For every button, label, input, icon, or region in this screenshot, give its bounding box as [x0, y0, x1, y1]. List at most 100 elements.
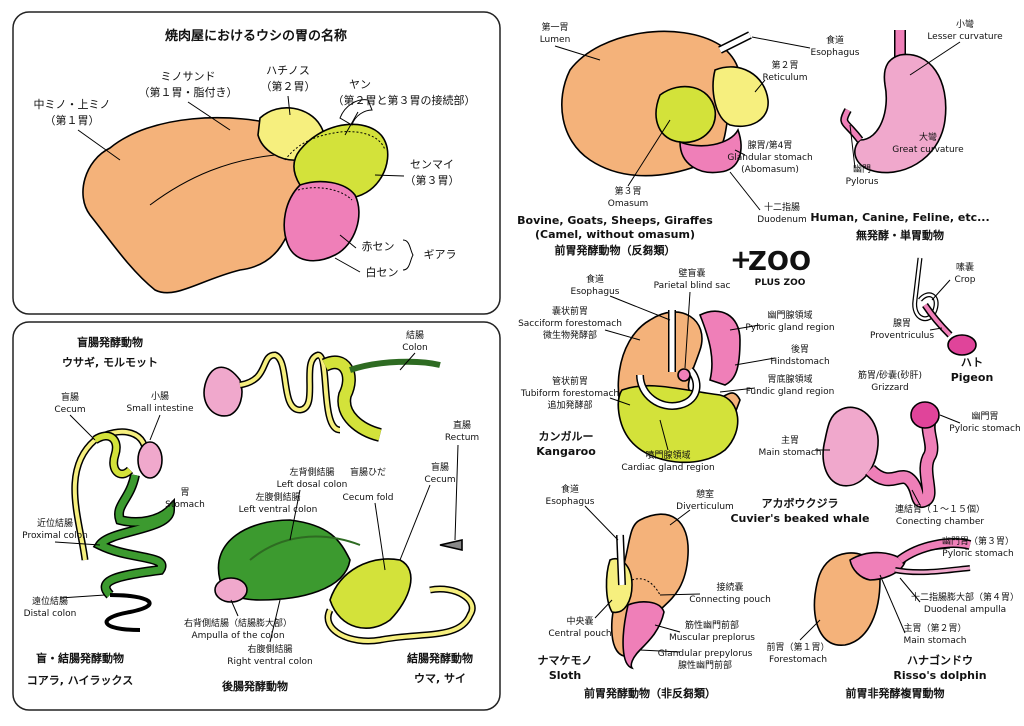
kangaroo-hindstomach	[698, 310, 741, 386]
sloth-esoph-en: Esophagus	[546, 497, 595, 507]
label-senmai: センマイ	[410, 158, 454, 171]
simple-duodenum	[841, 108, 862, 142]
kangaroo-panel: 食道 Esophagus 壁盲嚢 Parietal blind sac 嚢状前胃…	[518, 267, 835, 473]
sloth-musc-jp: 筋性幽門前部	[685, 619, 739, 631]
kan-cardiac-en: Cardiac gland region	[621, 463, 714, 473]
dol-duod-en: Duodenal ampulla	[924, 605, 1006, 615]
bird-crop-jp: 嗉嚢	[956, 261, 974, 273]
whale-pyloric-stomach	[910, 401, 940, 429]
leader-senmai	[374, 174, 405, 177]
horse-cecum	[329, 558, 412, 629]
leader-kan-cardiac	[659, 419, 669, 451]
leader-whale-pyl	[939, 414, 961, 424]
sloth-panel: 食道 Esophagus 憩室 Diverticulum 接続嚢 Connect…	[538, 483, 771, 700]
simple-greater-en: Great curvature	[892, 145, 964, 155]
leader-prox	[54, 541, 101, 546]
whale-pyl-en: Pyloric stomach	[949, 424, 1020, 434]
label-rvc-jp: 右腹側結腸	[247, 643, 292, 655]
label-naka-mino: 中ミノ・上ミノ	[34, 98, 111, 111]
cecocolic-group-title: 盲・結腸発酵動物	[36, 651, 124, 665]
label-lvc-jp: 左腹側結腸	[255, 491, 300, 503]
label-ldc-en: Left dosal colon	[277, 480, 348, 490]
kan-esoph-en: Esophagus	[571, 287, 620, 297]
label-stomach-jp: 胃	[180, 487, 189, 498]
leader-sloth-esoph	[584, 505, 619, 541]
label-akasen: 赤セン	[362, 240, 395, 253]
kan-sacci-jp2: 微生物発酵部	[543, 329, 597, 341]
simple-pylorus-en: Pylorus	[846, 177, 879, 187]
sloth-name-jp: ナマケモノ	[538, 654, 593, 667]
leader-sloth-divert	[669, 509, 691, 526]
label-hachinosu: ハチノス	[266, 64, 310, 77]
leader-kan-pyloric	[729, 324, 761, 331]
leader-akasen	[339, 234, 357, 249]
rum-group: 前胃発酵動物（反芻類）	[555, 243, 676, 257]
bird-giz-en: Grizzard	[871, 383, 908, 393]
whale-main-jp: 主胃	[781, 434, 799, 446]
abomasum-dotted	[297, 187, 353, 201]
logo-sub: PLUS ZOO	[755, 278, 806, 288]
leader-rum-lumen	[554, 45, 601, 61]
kan-sacci-en: Sacciform forestomach	[518, 319, 622, 329]
label-naka-mino-2: （第１胃）	[45, 113, 100, 127]
horse-stomach	[203, 366, 243, 417]
rumen-groove	[149, 154, 276, 206]
sloth-divert-jp: 憩室	[696, 488, 714, 500]
pigeon-gizzard	[947, 334, 977, 356]
label-giara: ギアラ	[424, 248, 457, 261]
label-fold-en: Cecum fold	[343, 493, 394, 503]
rum-glan-en: Glandular stomach	[727, 153, 812, 163]
leader-rum-duod	[729, 171, 761, 211]
horse-colon-upper-fill	[322, 356, 382, 441]
leader-rum-retic	[754, 79, 766, 93]
horse-colon-band	[249, 535, 361, 561]
sloth-cpouch-en: Connecting pouch	[689, 595, 771, 605]
leader-bird-crop	[931, 279, 951, 301]
kan-esoph-jp: 食道	[586, 273, 604, 285]
leader-kan-esoph	[609, 295, 671, 321]
rum-lumen-en: Lumen	[540, 35, 571, 45]
ruminant-panel: 第一胃 Lumen 食道 Esophagus 第２胃 Reticulum 腺胃/…	[517, 21, 860, 257]
simple-group: 無発酵・単胃動物	[856, 228, 944, 242]
label-yan: ヤン	[349, 78, 371, 91]
leader-kan-fundic	[719, 387, 756, 393]
whale-pyl-jp: 幽門胃	[971, 411, 998, 422]
whale-panel: 幽門胃 Pyloric stomach 主胃 Main stomach 連結胃（…	[730, 401, 1021, 527]
whale-main-stomach	[822, 406, 879, 487]
plus-zoo-logo: + ZOO PLUS ZOO	[730, 245, 811, 288]
sloth-esoph-jp: 食道	[561, 483, 579, 495]
label-cecum-en: Cecum	[54, 405, 85, 415]
sloth-dotted	[631, 578, 661, 596]
colon-group-animals: ウマ, サイ	[414, 672, 466, 685]
dol-pyl-jp: 幽門胃（第３胃）	[942, 535, 1014, 547]
sloth-divert-en: Diverticulum	[676, 502, 734, 512]
sloth-name-en: Sloth	[549, 669, 581, 682]
sloth-group: 前胃発酵動物（非反芻類）	[584, 686, 716, 700]
leader-shirosen	[334, 257, 361, 273]
label-small-int-jp: 小腸	[151, 391, 169, 402]
sloth-gland-jp: 腺性幽門前部	[678, 659, 732, 671]
label-small-int-en: Small intestine	[126, 404, 194, 414]
leader-kan-sacci	[604, 329, 641, 341]
kangaroo-tubiform	[617, 384, 739, 464]
dolphin-panel: 幽門胃（第３胃） Pyloric stomach 十二指腸膨大部（第４胃） Du…	[766, 535, 1019, 700]
horse-rectum-end	[439, 538, 463, 552]
leader-dol-main	[879, 574, 906, 634]
rum-duod-jp: 十二指腸	[764, 201, 800, 213]
pigeon-crop	[913, 257, 938, 320]
dol-fore-jp: 前胃（第１胃）	[766, 641, 829, 653]
rum-glan-jp: 腺胃/第4胃	[748, 139, 793, 151]
kan-name-jp: カンガルー	[539, 429, 594, 443]
label-cecum2-jp: 盲腸	[431, 461, 449, 473]
leader-sloth-central	[594, 599, 613, 619]
koala-prox-fill	[93, 433, 133, 477]
leader-kan-parietal	[684, 291, 691, 369]
colon-group-title: 結腸発酵動物	[407, 651, 473, 665]
omasum-top	[339, 99, 373, 126]
horse-ventral-colon	[217, 519, 351, 601]
leader-colon	[399, 352, 416, 371]
simple-greater-jp: 大彎	[919, 131, 937, 143]
yan-dotted	[284, 131, 386, 161]
